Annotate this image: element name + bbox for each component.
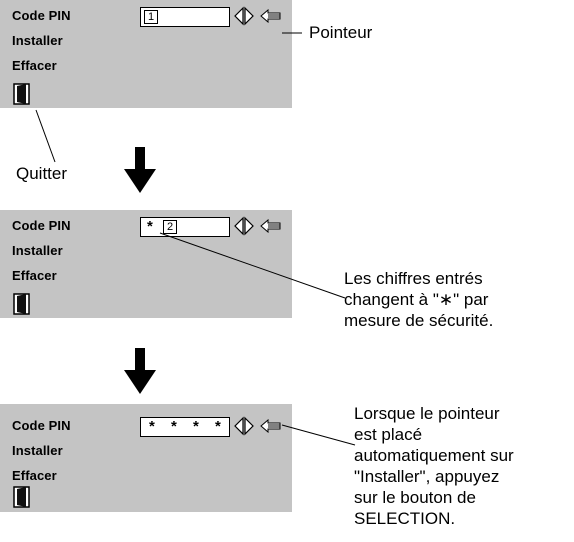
menu-item-installer[interactable]: Installer (12, 33, 63, 48)
menu-item-code-pin[interactable]: Code PIN (12, 8, 71, 23)
installer-annotation: Lorsque le pointeur est placé automatiqu… (354, 403, 514, 529)
down-arrow-icon (124, 147, 156, 193)
pin-code-field[interactable]: * 2 (140, 217, 230, 237)
door-exit-icon[interactable] (12, 83, 32, 105)
annotation-line: est placé (354, 425, 423, 444)
masked-digits-annotation: Les chiffres entrés changent à "∗" par m… (344, 268, 493, 331)
menu-item-installer[interactable]: Installer (12, 243, 63, 258)
left-right-spin-icon[interactable] (233, 216, 255, 236)
down-arrow-icon (124, 348, 156, 394)
annotation-line: SELECTION. (354, 509, 456, 528)
pointer-arrow-icon (260, 219, 281, 233)
annotation-line: "Installer", appuyez (354, 467, 500, 486)
annotation-line: Les chiffres entrés (344, 269, 483, 288)
pin-masked-digit: * (147, 218, 153, 235)
pin-masked-digit: * (193, 418, 199, 435)
door-exit-icon[interactable] (12, 486, 32, 508)
annotation-line: sur le bouton de (354, 488, 476, 507)
door-exit-icon[interactable] (12, 293, 32, 315)
pin-menu-panel-2: Code PIN Installer Effacer * 2 (0, 210, 292, 318)
menu-item-code-pin[interactable]: Code PIN (12, 218, 71, 233)
annotation-line: mesure de sécurité. (344, 311, 494, 330)
pointer-arrow-icon (260, 9, 281, 23)
pin-masked-digit: * (215, 418, 221, 435)
menu-item-effacer[interactable]: Effacer (12, 468, 57, 483)
pin-code-field[interactable]: 1 (140, 7, 230, 27)
pin-digit-current: 2 (163, 220, 177, 234)
pin-masked-digit: * (149, 418, 155, 435)
annotation-line: automatiquement sur (354, 446, 514, 465)
pin-menu-panel-1: Code PIN Installer Effacer 1 (0, 0, 292, 108)
pointer-arrow-icon (260, 419, 281, 433)
quit-annotation: Quitter (16, 164, 68, 183)
left-right-spin-icon[interactable] (233, 6, 255, 26)
left-right-spin-icon[interactable] (233, 416, 255, 436)
pointer-annotation: Pointeur (309, 23, 373, 42)
menu-item-code-pin[interactable]: Code PIN (12, 418, 71, 433)
pin-menu-panel-3: Code PIN Installer Effacer * * * * (0, 404, 292, 512)
menu-item-effacer[interactable]: Effacer (12, 58, 57, 73)
pin-masked-digit: * (171, 418, 177, 435)
annotation-line: Lorsque le pointeur (354, 404, 500, 423)
menu-item-installer[interactable]: Installer (12, 443, 63, 458)
menu-item-effacer[interactable]: Effacer (12, 268, 57, 283)
annotation-line: changent à "∗" par (344, 290, 489, 309)
pin-code-field[interactable]: * * * * (140, 417, 230, 437)
pin-digit-current: 1 (144, 10, 158, 24)
